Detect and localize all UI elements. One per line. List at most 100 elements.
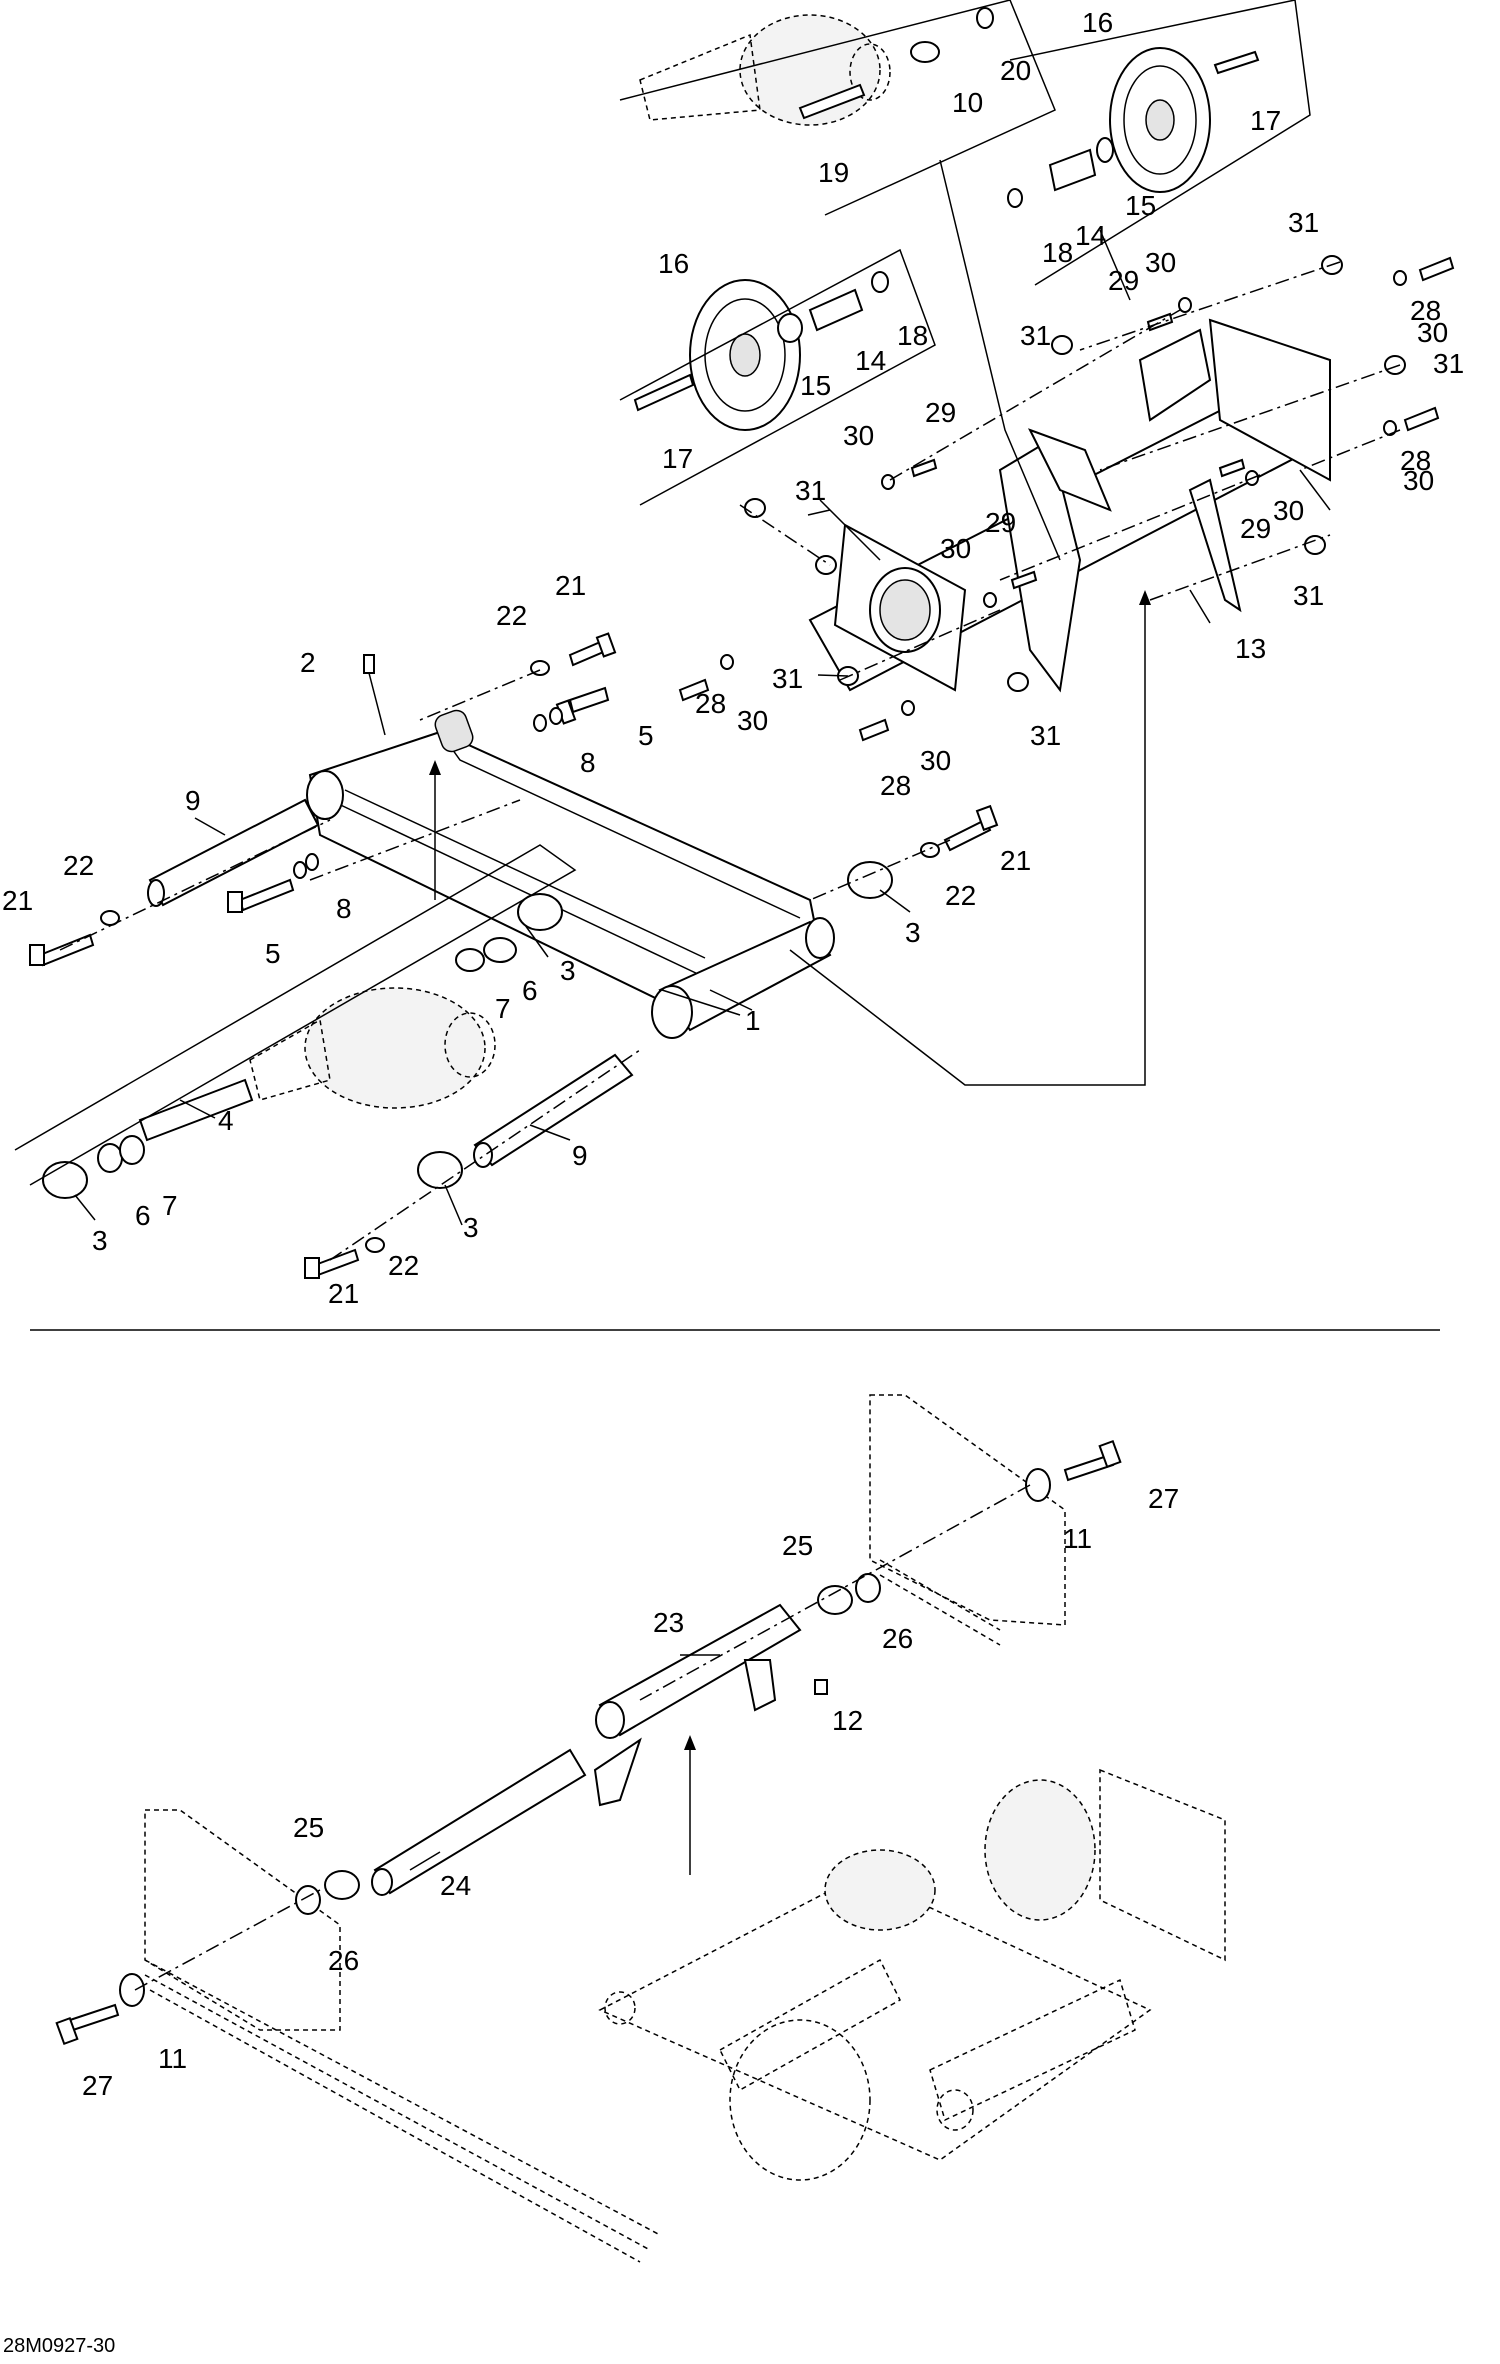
callout-11: 11 <box>1063 1523 1092 1554</box>
shaft <box>138 1078 254 1142</box>
idler-wheel-top-right <box>1007 47 1260 208</box>
callout-leaders <box>74 509 1211 1226</box>
callout-25: 25 <box>293 1812 324 1843</box>
pivot-tube <box>593 1603 802 1807</box>
callout-8: 8 <box>336 893 352 924</box>
callout-21: 21 <box>1000 845 1031 876</box>
callout-29: 29 <box>1240 513 1271 544</box>
callout-16: 16 <box>1082 7 1113 38</box>
callout-30: 30 <box>843 420 874 451</box>
callout-29: 29 <box>985 507 1016 538</box>
callout-8: 8 <box>580 747 596 778</box>
callout-1: 1 <box>745 1005 761 1036</box>
callout-28: 28 <box>880 770 911 801</box>
group-frames <box>14 0 1331 1186</box>
callout-13: 13 <box>1235 633 1266 664</box>
cross-shaft-assembly: 11 11 12 23 24 25 25 26 26 27 27 <box>55 1394 1226 2263</box>
callout-7: 7 <box>162 1190 178 1221</box>
callout-30: 30 <box>1273 495 1304 526</box>
callout-2: 2 <box>300 647 316 678</box>
callout-5: 5 <box>265 938 281 969</box>
idler-wheel-ghost-mid <box>249 987 496 1109</box>
callout-29: 29 <box>1108 265 1139 296</box>
bolts-left <box>29 632 999 1279</box>
callouts-top: 1 2 3 3 3 3 4 5 5 6 6 7 7 8 8 9 9 10 13 … <box>2 7 1464 1309</box>
callout-27: 27 <box>1148 1483 1179 1514</box>
callout-21: 21 <box>2 885 33 916</box>
callout-5: 5 <box>638 720 654 751</box>
callout-6: 6 <box>135 1200 151 1231</box>
rear-axle-assembly <box>808 318 1331 693</box>
callout-30: 30 <box>1145 247 1176 278</box>
callout-27: 27 <box>82 2070 113 2101</box>
callout-23: 23 <box>653 1607 684 1638</box>
side-plate-left <box>144 1809 341 2031</box>
suspension-ghost <box>598 1768 1226 2181</box>
callout-31: 31 <box>1433 348 1464 379</box>
callout-21: 21 <box>328 1278 359 1309</box>
idler-wheel-left <box>633 271 889 431</box>
callout-14: 14 <box>1075 220 1106 251</box>
callout-24: 24 <box>440 1870 471 1901</box>
callout-14: 14 <box>855 345 886 376</box>
callout-21: 21 <box>555 570 586 601</box>
callout-28: 28 <box>1400 445 1431 476</box>
axle-upper <box>147 798 320 907</box>
rear-arm-assembly: 1 2 3 3 3 3 4 5 5 6 6 7 7 8 8 9 9 10 13 … <box>2 0 1464 1309</box>
callout-30: 30 <box>1417 317 1448 348</box>
callout-22: 22 <box>945 880 976 911</box>
callout-26: 26 <box>882 1623 913 1654</box>
callout-15: 15 <box>1125 190 1156 221</box>
callout-30: 30 <box>737 705 768 736</box>
callout-30: 30 <box>1403 465 1434 496</box>
callout-30: 30 <box>940 533 971 564</box>
callout-22: 22 <box>496 600 527 631</box>
callout-31: 31 <box>1030 720 1061 751</box>
callout-10: 10 <box>952 87 983 118</box>
assembly-arrow <box>429 590 1151 1086</box>
callout-3: 3 <box>905 917 921 948</box>
side-plate-right <box>869 1394 1066 1626</box>
callout-4: 4 <box>218 1105 234 1136</box>
callout-31: 31 <box>1293 580 1324 611</box>
callout-28: 28 <box>695 688 726 719</box>
idler-wheel-ghost-top <box>639 7 994 126</box>
callout-18: 18 <box>1042 237 1073 268</box>
callout-17: 17 <box>662 443 693 474</box>
callout-29: 29 <box>925 397 956 428</box>
callout-12: 12 <box>832 1705 863 1736</box>
grease-fitting <box>363 654 375 674</box>
callout-9: 9 <box>572 1140 588 1171</box>
callout-6: 6 <box>522 975 538 1006</box>
callout-25: 25 <box>782 1530 813 1561</box>
bottom-hardware <box>55 1439 1122 2046</box>
callout-18: 18 <box>897 320 928 351</box>
cross-shaft <box>371 1748 587 1896</box>
callout-31: 31 <box>1020 320 1051 351</box>
callout-3: 3 <box>560 955 576 986</box>
reference-code: 28M0927-30 <box>3 2335 115 2357</box>
callout-16: 16 <box>658 248 689 279</box>
callouts-bottom: 11 11 12 23 24 25 25 26 26 27 27 <box>82 1483 1179 2101</box>
callout-3: 3 <box>463 1212 479 1243</box>
callout-28: 28 <box>1410 295 1441 326</box>
callout-30: 30 <box>920 745 951 776</box>
callout-22: 22 <box>388 1250 419 1281</box>
callout-31: 31 <box>795 475 826 506</box>
callout-19: 19 <box>818 157 849 188</box>
bushings <box>42 861 893 1199</box>
callout-15: 15 <box>800 370 831 401</box>
callout-9: 9 <box>185 785 201 816</box>
callout-22: 22 <box>63 850 94 881</box>
callout-17: 17 <box>1250 105 1281 136</box>
callout-31: 31 <box>772 663 803 694</box>
callout-11: 11 <box>158 2043 187 2074</box>
callout-20: 20 <box>1000 55 1031 86</box>
callout-26: 26 <box>328 1945 359 1976</box>
callout-3: 3 <box>92 1225 108 1256</box>
callout-7: 7 <box>495 993 511 1024</box>
explode-axes <box>59 261 1401 1261</box>
callout-31: 31 <box>1288 207 1319 238</box>
washers <box>97 937 517 1173</box>
